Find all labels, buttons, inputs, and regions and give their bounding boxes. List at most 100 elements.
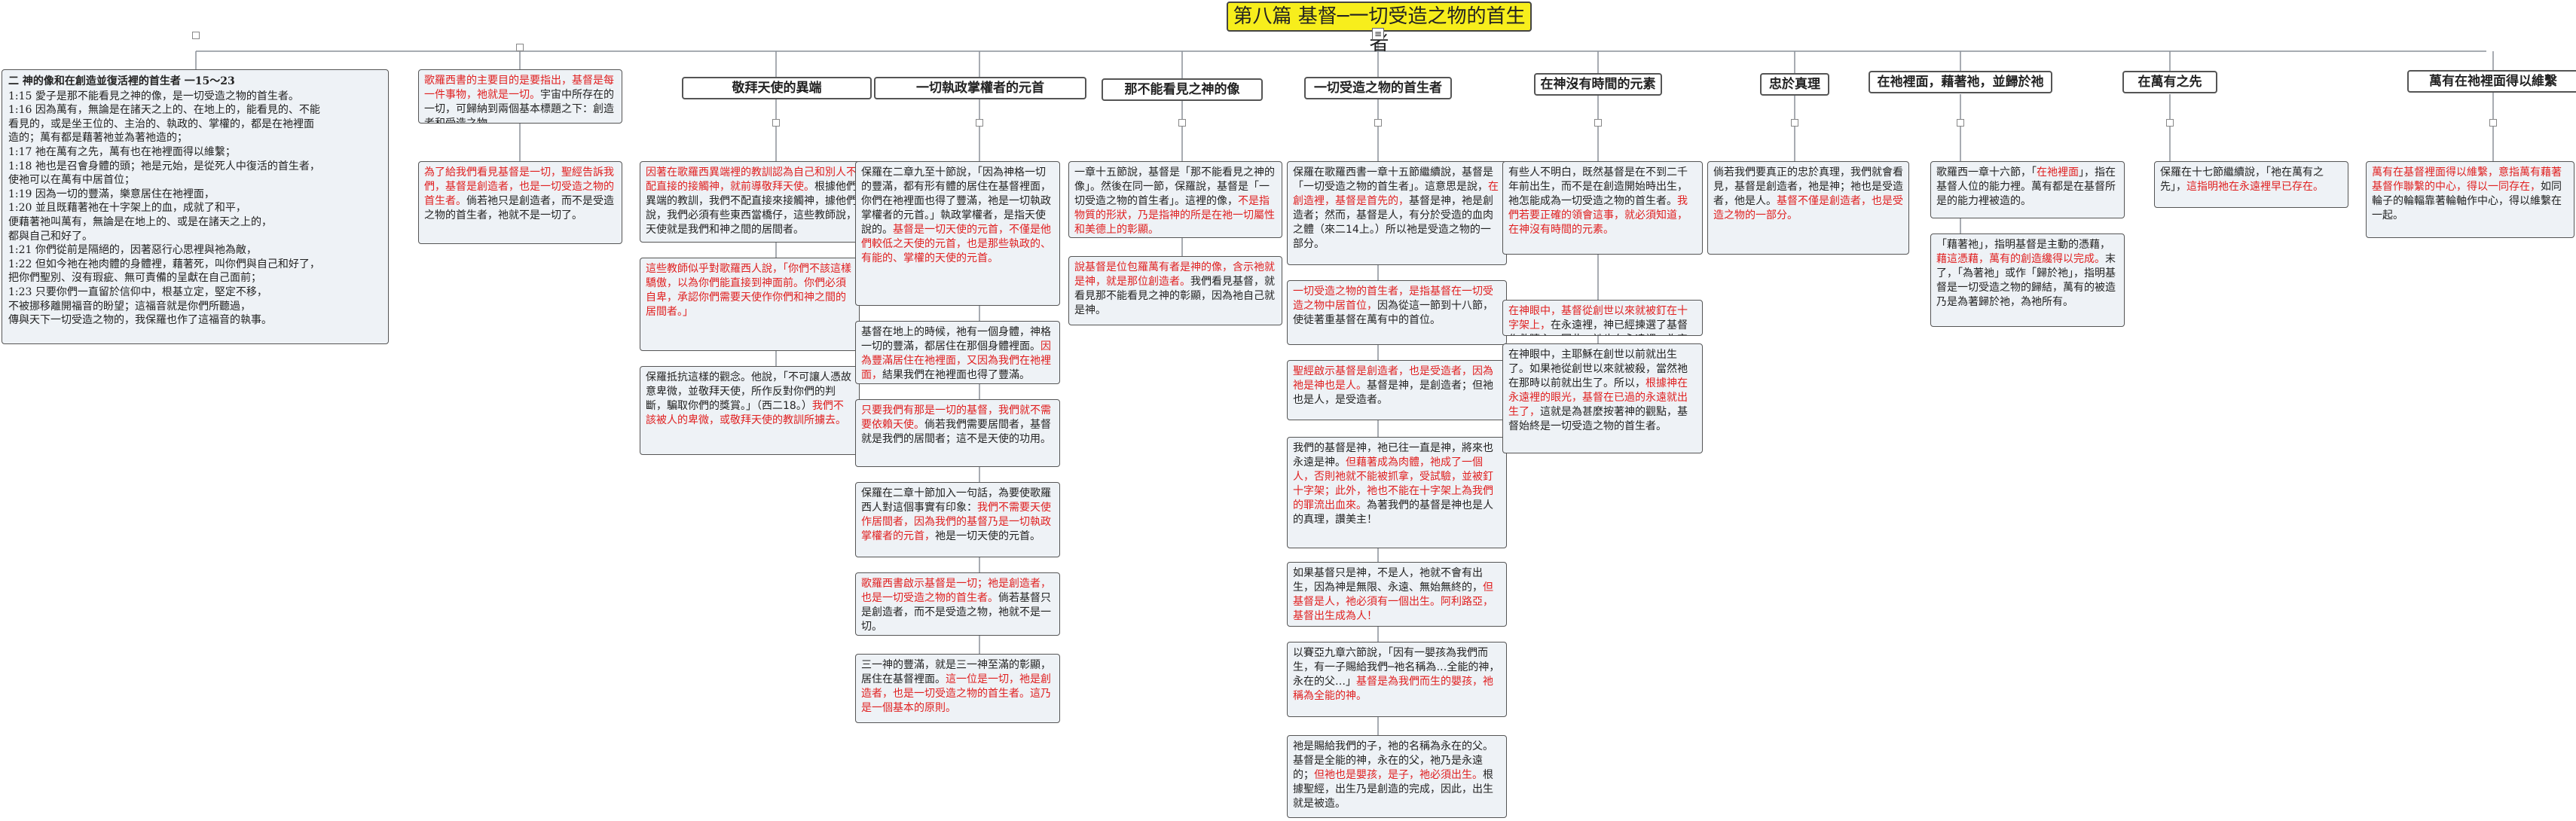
note-text: 根據聖經，出生乃是創造的完成，因此，出生就是被造。 — [1293, 769, 1493, 810]
note-card[interactable]: 如果基督只是神，不是人，祂就不會有出生，因為神是無限、永遠、無始無終的，但基督是… — [1287, 562, 1507, 627]
note-text: 「藉著祂」，指明基督是主動的憑藉， — [1936, 239, 2110, 251]
note-text: 我們看見基督，就看見那不能看見之神的彰顯，因為祂自己就是神。 — [1074, 276, 1275, 316]
note-text: 基督是神，祂是創造者；然而，基督是人，有分於受造的血肉之體（來二14上。）所以祂… — [1293, 195, 1493, 250]
highlighted-text: 這指明祂在永遠裡早已存在。 — [2186, 181, 2324, 193]
highlighted-text: 我們不需要天使作居間者，因為我們的基督乃是一切執政掌權者的元首， — [861, 502, 1051, 542]
note-card[interactable]: 保羅在歌羅西書一章十五節繼續說，基督是「一切受造之物的首生者」。這意思是說，在創… — [1287, 161, 1507, 265]
note-text: 如同輪子的輪輻靠著輪軸作中心，得以維繫在一起。 — [2372, 181, 2562, 221]
topic-node[interactable]: 在萬有之先 — [2122, 71, 2217, 93]
scripture-intro-node[interactable]: 二 神的像和在創造並復活裡的首生者 一15～23 1:15 愛子是那不能看見之神… — [2, 69, 389, 344]
note-text: 保羅在二章十節加入一句話，為要使歌羅西人對這個事實有印象： — [861, 487, 1051, 514]
note-card[interactable]: 以賽亞九章六節說，「因有一嬰孩為我們而生，有一子賜給我們─祂名稱為…全能的神，永… — [1287, 642, 1507, 717]
note-text: 我們的基督是神，祂已往一直是神，將來也永遠是神。 — [1293, 442, 1493, 468]
note-text: 保羅在歌羅西書一章十五節繼續說，基督是「一切受造之物的首生者」。這意思是說， — [1293, 166, 1493, 193]
collapse-toggle-icon[interactable]: ≡ — [1372, 28, 1384, 40]
collapse-knob-icon[interactable] — [516, 44, 524, 51]
collapse-knob-icon[interactable] — [1791, 119, 1798, 127]
scripture-line: 1:21 你們從前是隔絕的，因著惡行心思裡與祂為敵， — [8, 244, 257, 257]
highlighted-text: 但基督是人，祂必須有一個出生。阿利路亞，基督出生成為人！ — [1293, 581, 1493, 622]
collapse-knob-icon[interactable] — [1374, 119, 1382, 127]
note-text: 末了，「為著祂」或作「歸於祂」，指明基督是一切受造之物的歸結，萬有的被造乃是為著… — [1936, 253, 2116, 308]
highlighted-text: 因著在歌羅西異端裡的教訓認為自己和別人不配直接的接觸神，就前導敬拜天使。 — [646, 166, 857, 193]
topic-node[interactable]: 那不能看見之神的像 — [1102, 78, 1263, 101]
note-card[interactable]: 保羅在十七節繼續說，「祂在萬有之先」，這指明祂在永遠裡早已存在。 — [2154, 161, 2348, 208]
note-card[interactable]: 在神眼中，主耶穌在創世以前就出生了。如果祂從創世以來就被殺，當然祂在那時以前就出… — [1502, 343, 1703, 453]
note-card[interactable]: 基督在地上的時候，祂有一個身體，神格一切的豐滿，都居住在那個身體裡面。因為豐滿居… — [855, 321, 1060, 384]
note-card[interactable]: 歌羅西書啟示基督是一切；祂是創造者，也是一切受造之物的首生者。倘若基督只是創造者… — [855, 572, 1060, 636]
note-card[interactable]: 三一神的豐滿，就是三一神至滿的彰顯，居住在基督裡面。這一位是一切，祂是創造者，也… — [855, 654, 1060, 723]
note-text: 在神眼中，主耶穌在創世以前就出生了。如果祂從創世以來就被殺，當然祂在那時以前就出… — [1508, 349, 1688, 389]
note-card[interactable]: 這些教師似乎對歌羅西人說，「你們不該這樣驕傲，以為你們能直接到神面前。你們必須自… — [640, 258, 860, 351]
note-text: 保羅在二章九至十節說，「因為神格一切的豐滿，都有形有體的居住在基督裡面，你們在祂… — [861, 166, 1051, 236]
highlighted-text: 我們若要正確的領會這事，就必須知道，在神沒有時間的元素。 — [1508, 195, 1688, 236]
highlighted-text: 基督不僅是創造者，也是受造之物的一部分。 — [1713, 195, 1903, 221]
scripture-line: 1:22 但如今祂在祂肉體的身體裡，藉著死，叫你們與自己和好了， — [8, 258, 320, 270]
highlighted-text: 只要我們有那是一切的基督，我們就不需要依賴天使。 — [861, 404, 1051, 431]
note-text: 祂是賜給我們的子，祂的名稱為永在的父。基督是全能的神，永在的父，祂乃是永遠的； — [1293, 740, 1493, 781]
highlighted-text: 我們不該被人的卑微，或敬拜天使的教訓所擄去。 — [646, 400, 846, 426]
scripture-line: 1:15 愛子是那不能看見之神的像，是一切受造之物的首生者。 — [8, 90, 299, 102]
note-text: 結果我們在祂裡面也得了豐滿。 — [882, 369, 1030, 381]
note-card[interactable]: 倘若我們要真正的忠於真理，我們就會看見，基督是創造者，祂是神；祂也是受造者，他是… — [1707, 161, 1909, 255]
note-card[interactable]: 一切受造之物的首生者，是指基督在一切受造之物中居首位，因為從這一節到十八節，使徒… — [1287, 280, 1507, 345]
note-card[interactable]: 「藉著祂」，指明基督是主動的憑藉， 藉這憑藉，萬有的創造纔得以完成。末了，「為著祂… — [1930, 233, 2125, 327]
topic-node[interactable]: 萬有在祂裡面得以維繫 — [2407, 70, 2576, 93]
scripture-line: 1:19 因為一切的豐滿，樂意居住在祂裡面， — [8, 188, 215, 200]
collapse-knob-icon[interactable] — [1957, 119, 1964, 127]
note-card[interactable]: 我們的基督是神，祂已往一直是神，將來也永遠是神。但藉著成為肉體，祂成了一個人，否… — [1287, 437, 1507, 548]
note-card[interactable]: 保羅抵抗這樣的觀念。他說，「不可讓人憑故意卑微，並敬拜天使，所作反對你們的判斷，… — [640, 366, 860, 455]
highlighted-text: 這一位是一切，祂是創造者，也是一切受造之物的首生者。這乃是一個基本的原則。 — [861, 673, 1051, 714]
note-text: 保羅抵抗這樣的觀念。他說，「不可讓人憑故意卑微，並敬拜天使，所作反對你們的判斷，… — [646, 371, 851, 412]
collapse-knob-icon[interactable] — [1178, 119, 1186, 127]
note-card[interactable]: 保羅在二章十節加入一句話，為要使歌羅西人對這個事實有印象：我們不需要天使作居間者… — [855, 482, 1060, 557]
highlighted-text: 在祂裡面 — [2037, 166, 2079, 179]
topic-node[interactable]: 忠於真理 — [1760, 73, 1829, 96]
topic-node[interactable]: 在神沒有時間的元素 — [1534, 73, 1662, 96]
note-card[interactable]: 歌羅西一章十六節，「在祂裡面」，指在基督人位的能力裡。萬有都是在基督所是的能力裡… — [1930, 161, 2125, 218]
note-card[interactable]: 說基督是位包羅萬有者是神的像，含示祂就是神，就是那位創造者。我們看見基督，就看見… — [1068, 256, 1282, 325]
collapse-knob-icon[interactable] — [192, 32, 200, 39]
highlighted-text: 在神眼中，基督從創世以來就被釘在十字架上， — [1508, 305, 1688, 331]
note-card[interactable]: 萬有在基督裡面得以維繫，意指萬有藉著基督作聯繫的中心，得以一同存在，如同輪子的輪… — [2366, 161, 2574, 238]
note-text: 為著我們的基督是神也是人的真理，讚美主！ — [1293, 499, 1493, 526]
note-text: 」，指在基督人位的能力裡。萬有都是在基督所是的能力裡被造的。 — [1936, 166, 2116, 207]
highlighted-text: 萬有在基督裡面得以維繫，意指萬有藉著基督作聯繫的中心，得以一同存在， — [2372, 166, 2562, 193]
intro-heading: 二 神的像和在創造並復活裡的首生者 一15～23 — [8, 75, 235, 87]
note-card[interactable]: 保羅在二章九至十節說，「因為神格一切的豐滿，都有形有體的居住在基督裡面，你們在祂… — [855, 161, 1060, 306]
collapse-knob-icon[interactable] — [976, 119, 983, 127]
scripture-line: 造的；萬有都是藉著祂並為著祂造的； — [8, 132, 188, 145]
highlighted-text: 但祂也是嬰孩，是子，祂必須出生。 — [1314, 769, 1483, 781]
collapse-knob-icon[interactable] — [772, 119, 780, 127]
topic-node[interactable]: 敬拜天使的異端 — [682, 77, 872, 99]
scripture-line: 不被挪移離開福音的盼望；這福音就是你們所聽過， — [8, 300, 251, 313]
note-card[interactable]: 歌羅西書的主要目的是要指出，基督是每一件事物，祂就是一切。宇宙中所存在的一切，可… — [418, 69, 622, 124]
highlighted-text: 這些教師似乎對歌羅西人說，「你們不該這樣驕傲，以為你們能直接到神面前。你們必須自… — [646, 263, 851, 318]
note-text: 倘若祂只是創造者，而不是受造之物的首生者，祂就不是一切了。 — [424, 195, 614, 221]
topic-node[interactable]: 在祂裡面，藉著祂，並歸於祂 — [1869, 71, 2052, 93]
collapse-knob-icon[interactable] — [2166, 119, 2174, 127]
note-card[interactable]: 聖經啟示基督是創造者，也是受造者，因為祂是神也是人。基督是神，是創造者；但祂也是… — [1287, 360, 1507, 420]
highlighted-text: 藉這憑藉，萬有的創造纔得以完成。 — [1936, 253, 2105, 265]
note-card[interactable]: 只要我們有那是一切的基督，我們就不需要依賴天使。倘若我們需要居間者，基督就是我們… — [855, 399, 1060, 467]
note-card[interactable]: 為了給我們看見基督是一切，聖經告訴我們，基督是創造者，也是一切受造之物的首生者。… — [418, 161, 622, 244]
highlighted-text: 聖經啟示基督是創造者，也是受造者， — [1293, 365, 1472, 377]
collapse-knob-icon[interactable] — [1594, 119, 1602, 127]
note-card[interactable]: 在神眼中，基督從創世以來就被釘在十字架上，在永遠裡，神已經揀選了基督作救贖主，因… — [1502, 300, 1703, 336]
note-card[interactable]: 一章十五節說，基督是「那不能看見之神的像」。然後在同一節，保羅說，基督是「一切受… — [1068, 161, 1282, 238]
scripture-line: 把你們聖別、沒有瑕疵、無可責備的呈獻在自己面前； — [8, 272, 261, 285]
topic-node[interactable]: 一切執政掌權者的元首 — [874, 77, 1086, 99]
collapse-knob-icon[interactable] — [2489, 119, 2497, 127]
note-card[interactable]: 祂是賜給我們的子，祂的名稱為永在的父。基督是全能的神，永在的父，祂乃是永遠的；但… — [1287, 735, 1507, 818]
topic-node[interactable]: 一切受造之物的首生者 — [1304, 77, 1452, 99]
note-text: 因為從這一節到十八節，使徒著重基督在萬有中的首位。 — [1293, 300, 1493, 326]
scripture-line: 便藉著祂叫萬有，無論是在地上的、或是在諸天之上的， — [8, 215, 272, 228]
note-text: 歌羅西一章十六節，「 — [1936, 166, 2037, 179]
note-text: 三一神的豐滿，就是三一神至滿的彰顯，居住在基督裡面。 — [861, 659, 1051, 685]
note-text: 有些人不明白，既然基督是在不到二千年前出生，而不是在創造開始時出生，祂怎能成為一… — [1508, 166, 1688, 207]
note-card[interactable]: 因著在歌羅西異端裡的教訓認為自己和別人不配直接的接觸神，就前導敬拜天使。根據他們… — [640, 161, 863, 243]
note-text: 保羅在十七節繼續說，「祂在萬有之先」， — [2160, 166, 2324, 193]
note-card[interactable]: 有些人不明白，既然基督是在不到二千年前出生，而不是在創造開始時出生，祂怎能成為一… — [1502, 161, 1703, 255]
highlighted-text: 歌羅西書啟示基督是一切；祂是創造者，也是一切受造之物的首生者。 — [861, 578, 1051, 604]
scripture-line: 1:18 祂也是召會身體的頭；祂是元始，是從死人中復活的首生者， — [8, 160, 320, 172]
note-text: 這就是為甚麼按著神的觀點，基督始終是一切受造之物的首生者。 — [1508, 406, 1688, 432]
